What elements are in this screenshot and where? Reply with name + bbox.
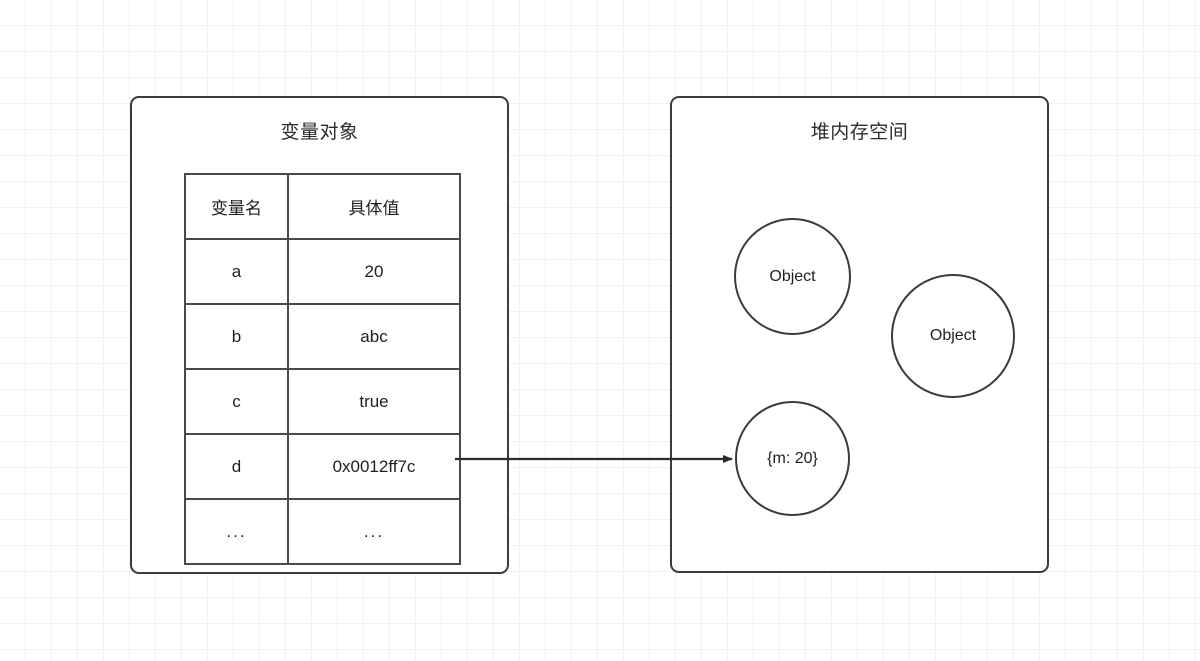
- table-row: c true: [184, 368, 461, 435]
- table-header-variable-name: 变量名: [184, 173, 289, 240]
- heap-object-label: {m: 20}: [767, 449, 818, 467]
- table-row: d 0x0012ff7c: [184, 433, 461, 500]
- table-cell-value-ellipsis: ...: [287, 498, 461, 565]
- table-row: b abc: [184, 303, 461, 370]
- heap-object-label: Object: [769, 267, 816, 285]
- heap-object-circle: Object: [891, 274, 1015, 398]
- table-header-row: 变量名 具体值: [184, 173, 461, 240]
- table-cell-name-ellipsis: ...: [184, 498, 289, 565]
- table-row: ... ...: [184, 498, 461, 565]
- variable-object-panel-title: 变量对象: [280, 122, 359, 143]
- table-row: a 20: [184, 238, 461, 305]
- table-cell-value: true: [287, 368, 461, 435]
- table-cell-name: d: [184, 433, 289, 500]
- table-cell-value: 20: [287, 238, 461, 305]
- table-cell-value: abc: [287, 303, 461, 370]
- variable-table: 变量名 具体值 a 20 b abc c true d 0x0012ff7c .…: [184, 173, 461, 565]
- heap-object-circle: Object: [734, 218, 851, 335]
- heap-memory-panel-title: 堆内存空间: [810, 122, 909, 143]
- table-cell-name: c: [184, 368, 289, 435]
- heap-object-circle: {m: 20}: [735, 401, 850, 516]
- table-cell-name: b: [184, 303, 289, 370]
- table-cell-value-pointer: 0x0012ff7c: [287, 433, 461, 500]
- heap-object-label: Object: [929, 327, 977, 344]
- pointer-arrow: [455, 455, 733, 463]
- table-cell-name: a: [184, 238, 289, 305]
- table-header-variable-value: 具体值: [287, 173, 461, 240]
